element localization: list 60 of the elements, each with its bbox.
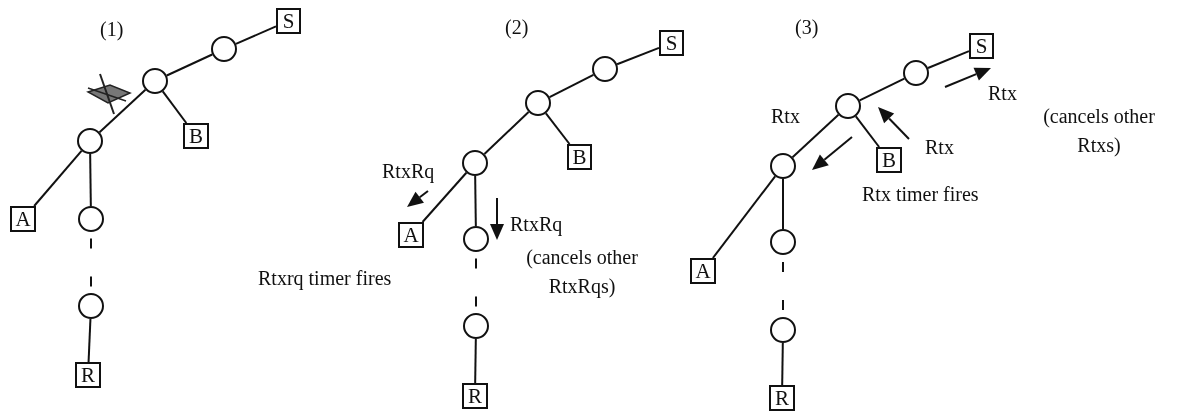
link-line	[616, 46, 660, 66]
router-circle	[142, 68, 168, 94]
link-line	[89, 153, 92, 207]
router-circle	[211, 36, 237, 62]
message-label: (2)	[505, 16, 529, 38]
message-label: RtxRq	[510, 213, 563, 235]
link-line	[548, 73, 595, 99]
router-circle	[770, 229, 796, 255]
router-circle	[462, 150, 488, 176]
router-circle	[78, 293, 104, 319]
message-label: (3)	[795, 16, 819, 38]
message-label: RtxRq	[382, 160, 435, 182]
host-box: B	[183, 123, 209, 149]
host-box: R	[769, 385, 795, 411]
message-label: Rtx	[988, 82, 1017, 104]
router-circle	[78, 206, 104, 232]
link-line	[33, 149, 83, 207]
router-circle	[770, 153, 796, 179]
link-line	[791, 113, 840, 159]
router-circle	[463, 313, 489, 339]
host-box: B	[567, 144, 592, 170]
link-line	[98, 88, 147, 134]
host-box: S	[276, 8, 301, 34]
link-line	[854, 115, 881, 148]
link-line	[927, 50, 970, 70]
router-circle	[463, 226, 489, 252]
router-circle	[77, 128, 103, 154]
host-box: A	[10, 206, 36, 232]
host-box: A	[690, 258, 716, 284]
link-line	[87, 318, 92, 363]
router-circle	[770, 317, 796, 343]
link-line	[711, 175, 777, 259]
message-label: Rtx	[925, 136, 954, 158]
host-box: R	[462, 383, 488, 409]
link-line	[544, 112, 571, 145]
link-line	[474, 175, 477, 227]
note-text: (cancels other RtxRqs)	[525, 245, 639, 300]
message-label: Rtx	[771, 105, 800, 127]
link-line	[421, 171, 468, 223]
link-line	[234, 25, 277, 45]
link-line	[782, 178, 784, 230]
message-label: (1)	[100, 18, 124, 40]
host-box: S	[659, 30, 684, 56]
message-label: Rtx timer fires	[862, 183, 979, 205]
link-line	[483, 110, 530, 156]
link-line	[165, 53, 214, 77]
router-circle	[525, 90, 551, 116]
link-line	[781, 342, 784, 386]
note-text: (cancels other Rtxs)	[1042, 104, 1156, 158]
link-line	[474, 338, 477, 384]
router-circle	[835, 93, 861, 119]
host-box: S	[969, 33, 994, 59]
router-circle	[903, 60, 929, 86]
message-label: Rtxrq timer fires	[258, 267, 392, 289]
link-line	[161, 90, 188, 124]
host-box: A	[398, 222, 424, 248]
host-box: B	[876, 147, 902, 173]
host-box: R	[75, 362, 101, 388]
router-circle	[592, 56, 618, 82]
link-line	[858, 77, 906, 102]
